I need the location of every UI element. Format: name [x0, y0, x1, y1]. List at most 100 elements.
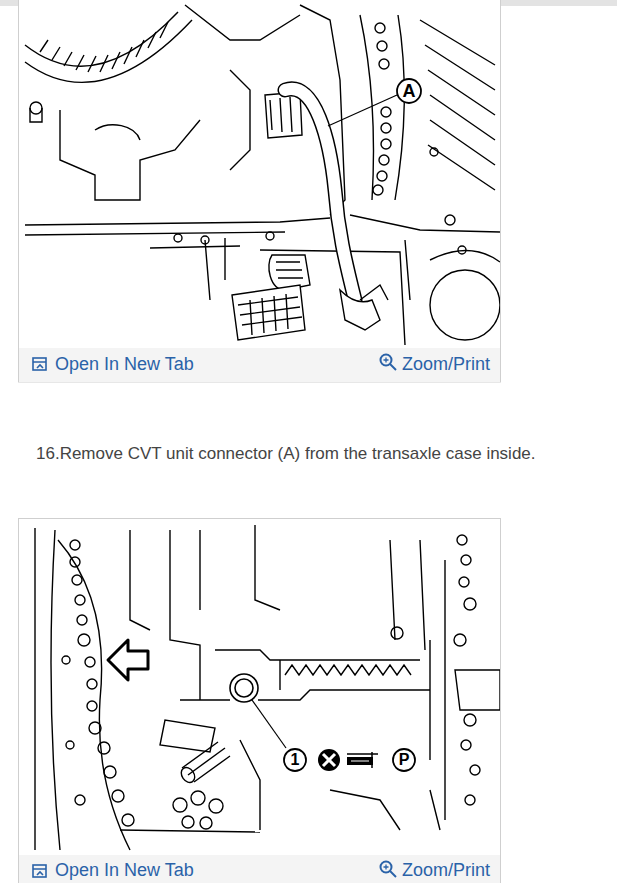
valve-body-drawing — [35, 528, 60, 850]
valve-body-drawing — [200, 525, 280, 610]
transaxle-drawing — [373, 185, 383, 195]
valve-body-drawing — [98, 742, 110, 754]
transaxle-drawing — [445, 215, 455, 225]
valve-body-drawing — [75, 795, 85, 805]
link-button: Open In New Tab — [55, 354, 194, 375]
transaxle-drawing — [350, 215, 500, 232]
valve-body-drawing — [240, 740, 440, 830]
transaxle-drawing — [25, 232, 285, 235]
valve-body-drawing — [75, 595, 85, 605]
transaxle-drawing — [30, 102, 42, 114]
valve-body-drawing — [78, 634, 90, 646]
transaxle-drawing — [375, 23, 385, 33]
open-tab-icon — [33, 358, 46, 370]
valve-body-drawing — [200, 817, 212, 829]
transaxle-drawing — [205, 238, 225, 300]
valve-body-drawing — [391, 627, 403, 639]
transaxle-drawing — [360, 285, 388, 300]
figure-frame — [19, 348, 500, 382]
valve-body-drawing — [180, 690, 430, 700]
torque-wrench-symbol — [345, 751, 379, 769]
transaxle-drawing — [230, 70, 250, 170]
open-tab-icon — [33, 865, 46, 877]
valve-body-drawing — [285, 665, 411, 675]
transaxle-drawing — [250, 294, 288, 335]
valve-body-drawing — [188, 748, 225, 775]
zoom-icon — [381, 862, 397, 878]
link-button: Open In New Tab — [55, 860, 194, 881]
open-tab-icon — [33, 865, 46, 877]
callout-letter: A — [396, 78, 422, 104]
zoom-icon — [384, 358, 389, 363]
torque-wrench-symbol — [347, 752, 378, 768]
transaxle-drawing — [381, 107, 391, 117]
valve-body-drawing — [465, 795, 475, 805]
transaxle-drawing — [270, 97, 292, 132]
transaxle-drawing — [266, 232, 274, 240]
zoom-icon — [381, 355, 392, 366]
step-text: 16.Remove CVT unit connector (A) from th… — [36, 444, 536, 464]
transaxle-drawing — [381, 139, 391, 149]
transaxle-drawing — [40, 22, 168, 72]
transaxle-drawing — [185, 5, 300, 40]
transaxle-drawing — [174, 234, 182, 242]
figure-frame — [19, 855, 500, 883]
valve-body-drawing — [112, 790, 124, 802]
valve-body-drawing — [459, 577, 469, 587]
bolt — [230, 674, 258, 702]
valve-body-drawing — [87, 679, 97, 689]
transaxle-drawing — [25, 12, 178, 66]
valve-body-drawing — [104, 766, 116, 778]
do-not-reuse-symbol — [318, 749, 340, 771]
valve-body-drawing — [70, 557, 80, 567]
transaxle-drawing — [25, 5, 500, 345]
valve-body-drawing — [122, 814, 134, 826]
valve-body-drawing — [120, 830, 260, 832]
valve-body-drawing — [279, 660, 280, 690]
callout-outline — [284, 749, 306, 771]
bolt — [235, 679, 253, 697]
link-button: Zoom/Print — [402, 354, 490, 375]
valve-body-drawing — [430, 560, 445, 820]
valve-body-drawing — [178, 765, 197, 785]
transaxle-drawing — [238, 297, 302, 325]
callout-circle: P — [392, 748, 416, 772]
valve-body-drawing — [89, 722, 101, 734]
transaxle-drawing — [25, 218, 330, 225]
transaxle-drawing — [276, 262, 303, 278]
valve-body-drawing — [390, 540, 425, 650]
valve-body-drawing — [66, 741, 74, 749]
transaxle-drawing — [430, 148, 438, 156]
open-tab-icon — [33, 358, 46, 370]
valve-body-drawing — [191, 791, 205, 805]
transaxle-drawing — [232, 285, 305, 340]
valve-body-drawing — [87, 701, 97, 711]
transaxle-drawing — [30, 108, 42, 122]
valve-body-drawing — [470, 765, 480, 775]
figure-frame — [19, 0, 501, 382]
transaxle-drawing — [377, 41, 387, 51]
callout-circle: A — [396, 78, 422, 104]
valve-body-drawing — [209, 799, 223, 813]
do-not-reuse-symbol — [323, 754, 335, 766]
transaxle-drawing — [430, 270, 500, 340]
valve-body-drawing — [62, 656, 70, 664]
transaxle-drawing — [150, 246, 240, 248]
transaxle-drawing — [379, 59, 389, 69]
callout-outline — [397, 79, 421, 103]
valve-body-drawing — [464, 714, 476, 726]
do-not-reuse-symbol — [318, 749, 340, 771]
valve-body-drawing — [464, 598, 476, 610]
bolt — [230, 674, 258, 702]
valve-body-drawing — [130, 530, 200, 700]
link-button: Zoom/Print — [402, 860, 490, 881]
zoom-icon — [390, 871, 396, 877]
valve-body-drawing — [108, 640, 148, 680]
valve-body-drawing — [461, 740, 471, 750]
open-tab-icon — [33, 362, 46, 368]
zoom-icon — [390, 364, 396, 370]
valve-body-drawing — [77, 615, 87, 625]
leader-line — [252, 700, 286, 748]
